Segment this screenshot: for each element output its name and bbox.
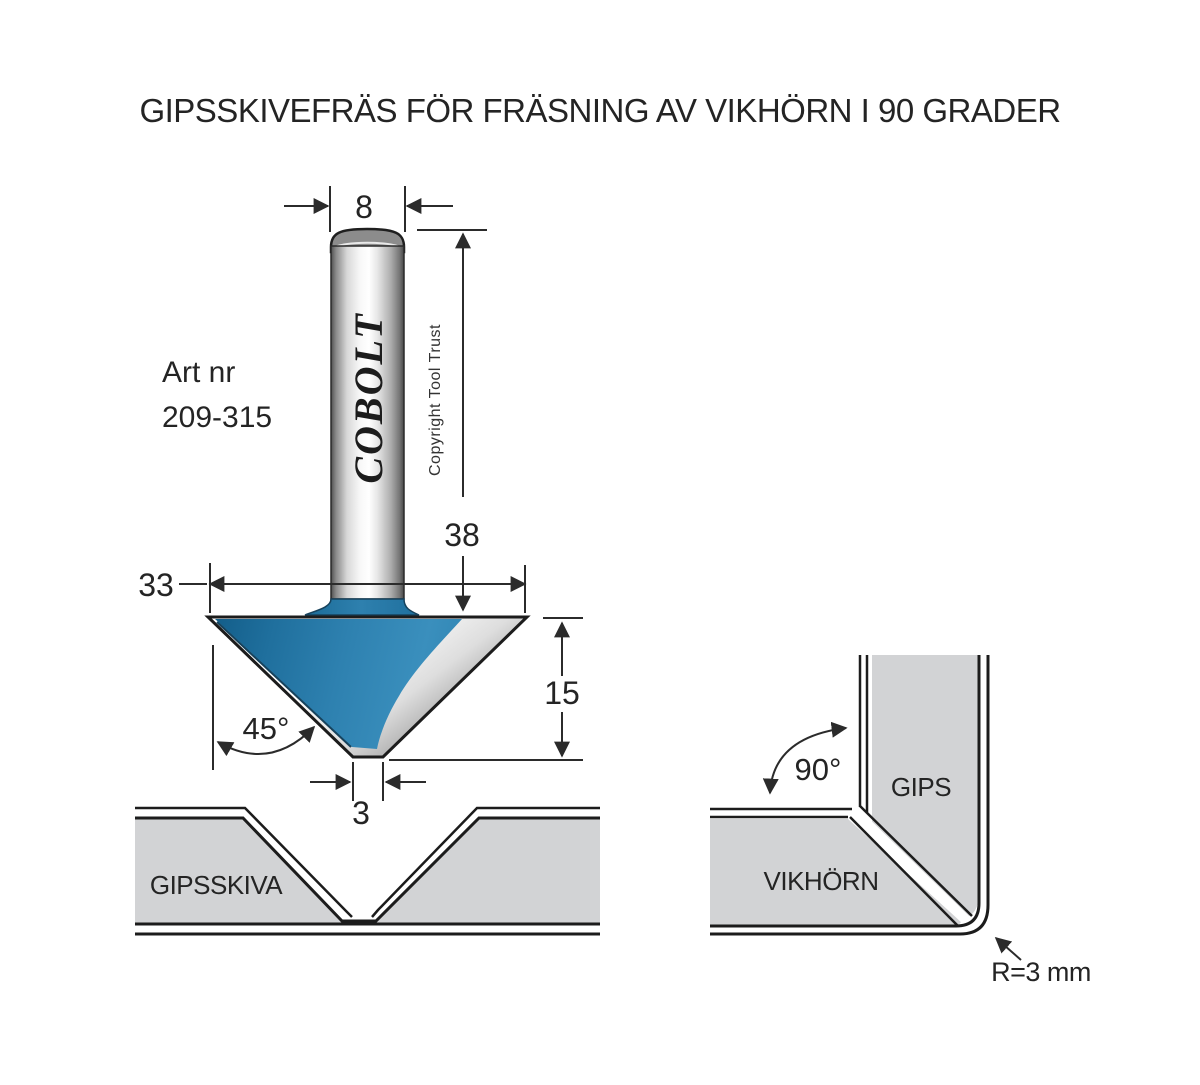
board-paper-line-right bbox=[371, 806, 600, 918]
horizontal-board-fill bbox=[710, 819, 961, 927]
art-nr-label: Art nr bbox=[162, 356, 235, 389]
cutter-head bbox=[204, 615, 531, 759]
cutter-edge-line bbox=[216, 621, 352, 748]
radius-label: R=3 mm bbox=[991, 957, 1091, 987]
copyright-note: Copyright Tool Trust bbox=[427, 324, 444, 476]
vikhorn-label: VIKHÖRN bbox=[764, 866, 879, 896]
page-title: GIPSSKIVEFRÄS FÖR FRÄSNING AV VIKHÖRN I … bbox=[139, 92, 1060, 129]
corner-inner-outline bbox=[710, 655, 981, 928]
angle-arc bbox=[762, 721, 848, 795]
board-paper-line-left bbox=[135, 806, 353, 918]
fold-seam-lower-line bbox=[849, 816, 959, 927]
shank-body bbox=[330, 245, 405, 600]
corner-outer-outline bbox=[710, 655, 990, 936]
board-top-outline bbox=[135, 816, 600, 923]
dim-8-label: 8 bbox=[355, 189, 373, 225]
article-number-block: Art nr 209-315 bbox=[162, 356, 272, 434]
radius-arrow bbox=[994, 936, 1022, 961]
dim-cutting-angle: 45° bbox=[212, 645, 316, 770]
dim-shank-length: 38 bbox=[417, 229, 487, 612]
art-nr-value: 209-315 bbox=[162, 401, 272, 434]
cutter-blue-face bbox=[215, 619, 462, 749]
dim-tip-width: 3 bbox=[310, 762, 426, 831]
board-label: GIPSSKIVA bbox=[150, 870, 283, 900]
dim-15-label: 15 bbox=[544, 675, 580, 711]
board-fill bbox=[135, 818, 600, 924]
corner-angle-label: 90° bbox=[795, 752, 842, 787]
fold-seam-gap bbox=[851, 808, 970, 924]
fold-seam-upper-line bbox=[859, 805, 973, 917]
router-bit-figure: COBOLT Copyright Tool Trust 8 38 bbox=[138, 186, 583, 831]
dim-cutting-height: 15 bbox=[389, 617, 583, 761]
dim-33-label: 33 bbox=[138, 567, 174, 603]
bit-shank: COBOLT bbox=[329, 227, 406, 600]
dim-shank-diameter: 8 bbox=[284, 186, 453, 232]
dim-45-label: 45° bbox=[243, 711, 290, 746]
brand-label: COBOLT bbox=[346, 312, 391, 483]
gips-label: GIPS bbox=[891, 772, 951, 802]
dim-38-label: 38 bbox=[444, 517, 480, 553]
gypsum-board-section: GIPSSKIVA bbox=[135, 806, 600, 936]
dim-3-label: 3 bbox=[352, 795, 370, 831]
dim-cutting-diameter: 33 bbox=[138, 563, 527, 613]
folded-corner-figure: 90° GIPS VIKHÖRN R=3 mm bbox=[710, 655, 1091, 987]
bit-neck bbox=[304, 598, 420, 616]
